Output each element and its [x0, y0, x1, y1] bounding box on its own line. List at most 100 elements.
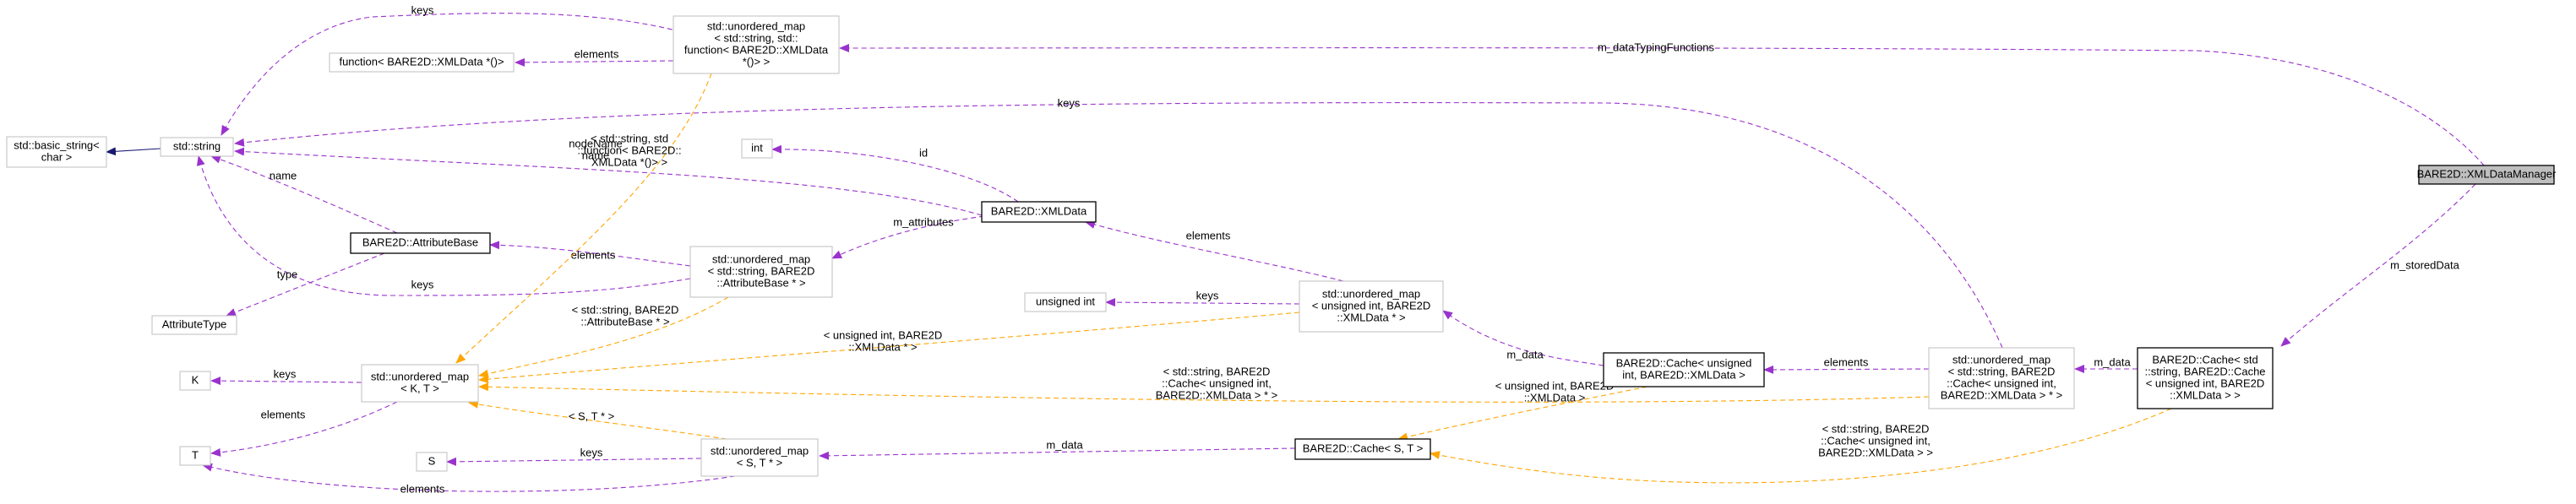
edge-e-cs-elements: elements	[1763, 355, 1930, 374]
edge-e-xml-elements: elements	[1085, 220, 1344, 282]
node-label: BARE2D::AttributeBase	[362, 236, 478, 248]
edge-label: m_data	[1046, 438, 1083, 451]
node-label: std::unordered_map	[1322, 287, 1420, 300]
node-box	[1299, 280, 1444, 333]
edge-label: keys	[411, 3, 434, 16]
node-umap-uint[interactable]: std::unordered_map< unsigned int, BARE2D…	[1299, 280, 1444, 333]
node-box	[1294, 438, 1431, 460]
edge-e-cu-mdata: m_data	[1442, 310, 1604, 366]
node-string[interactable]: std::string	[160, 137, 234, 157]
edge-e-m-attributes: m_attributes	[831, 215, 985, 259]
node-box	[2137, 347, 2274, 409]
node-umap-kt[interactable]: std::unordered_map< K, T >	[361, 364, 479, 403]
edge-line	[202, 463, 736, 492]
node-uint[interactable]: unsigned int	[1024, 292, 1107, 312]
node-S[interactable]: S	[416, 452, 448, 472]
node-box	[416, 452, 448, 472]
node-attrtype[interactable]: AttributeType	[151, 315, 237, 335]
edge-e-func-elements: elements	[515, 47, 674, 67]
node-func[interactable]: function< BARE2D::XMLData *()>	[329, 52, 515, 73]
node-box	[151, 315, 237, 335]
node-umap-func[interactable]: std::unordered_map< std::string, std::fu…	[673, 15, 840, 74]
node-label: K	[192, 373, 199, 386]
edge-label: elements	[1824, 355, 1869, 368]
edge-label: name	[582, 149, 610, 161]
edge-label: keys	[580, 446, 603, 458]
node-int[interactable]: int	[741, 138, 773, 159]
node-label: ::Cache< unsigned int,	[1947, 377, 2056, 389]
node-box	[700, 438, 819, 477]
edge-label: ::XMLData * >	[848, 340, 917, 353]
edge-e-id: id	[771, 144, 1019, 203]
edge-line	[839, 43, 2485, 166]
edges-layer: m_storedDatam_dataTypingFunctionskeysele…	[106, 3, 2485, 495]
node-box	[981, 201, 1097, 223]
edge-line	[468, 399, 727, 440]
edge-t-func: < std::string, std::function< BARE2D::XM…	[455, 73, 712, 364]
node-box	[2418, 165, 2555, 185]
edge-line	[234, 102, 2003, 349]
edge-label: m_attributes	[893, 215, 954, 228]
node-label: function< BARE2D::XMLData *()>	[339, 55, 504, 68]
node-umap-attr[interactable]: std::unordered_map< std::string, BARE2D:…	[689, 246, 833, 298]
edge-label: < std::string, std	[591, 132, 668, 144]
node-xmldata[interactable]: BARE2D::XMLData	[981, 201, 1097, 223]
node-label: std::unordered_map	[712, 252, 810, 265]
node-label: std::unordered_map	[707, 19, 805, 32]
edge-label: ::AttributeBase * >	[580, 315, 669, 328]
node-label: < unsigned int, BARE2D	[2146, 377, 2265, 389]
edge-t-cache-string: < std::string, BARE2D::Cache< unsigned i…	[1430, 408, 2172, 484]
edge-label: BARE2D::XMLData > >	[1818, 446, 1933, 458]
node-label: S	[428, 454, 436, 467]
edge-label: XMLData *()> >	[591, 155, 667, 168]
node-label: < K, T >	[400, 382, 439, 394]
node-umap-string-cache[interactable]: std::unordered_map< std::string, BARE2D:…	[1928, 347, 2075, 409]
edge-line	[226, 252, 385, 317]
node-attrbase[interactable]: BARE2D::AttributeBase	[350, 232, 491, 254]
edge-label: < std::string, BARE2D	[1163, 365, 1271, 377]
node-label: std::unordered_map	[1952, 353, 2050, 366]
edge-line	[221, 13, 689, 136]
node-label: BARE2D::XMLData	[991, 204, 1087, 217]
edge-line	[1763, 365, 1930, 374]
node-umap-st[interactable]: std::unordered_map< S, T * >	[700, 438, 819, 477]
node-box	[160, 137, 234, 157]
node-box	[179, 446, 211, 466]
edge-line	[455, 73, 712, 364]
node-K[interactable]: K	[179, 371, 211, 391]
edge-label: < std::string, BARE2D	[572, 303, 679, 316]
edge-e-attr-name: name	[210, 154, 398, 234]
node-cache-string[interactable]: BARE2D::Cache< std::string, BARE2D::Cach…	[2137, 347, 2274, 409]
edge-label: < std::string, BARE2D	[1822, 422, 1930, 435]
edge-label: type	[277, 268, 298, 280]
edge-label: elements	[1186, 229, 1231, 241]
edge-label: keys	[1058, 96, 1081, 109]
node-label: T	[192, 448, 199, 461]
node-label: ::XMLData * >	[1337, 311, 1405, 323]
edge-line	[515, 57, 674, 67]
node-label: < std::string, std::	[714, 31, 798, 44]
edge-label: m_storedData	[2390, 258, 2459, 271]
node-T[interactable]: T	[179, 446, 211, 466]
node-label: std::unordered_map	[371, 370, 469, 382]
edge-label: id	[919, 146, 928, 159]
edge-line	[106, 147, 161, 156]
edge-label: keys	[411, 278, 434, 290]
edge-line	[819, 447, 1296, 460]
node-label: int	[751, 141, 763, 154]
node-box	[350, 232, 491, 254]
edge-label: ::function< BARE2D::	[577, 144, 681, 156]
node-xmldatamanager[interactable]: BARE2D::XMLDataManager	[2417, 165, 2557, 185]
node-label: std::unordered_map	[711, 444, 809, 457]
edge-label: keys	[1196, 289, 1219, 301]
node-label: unsigned int	[1036, 295, 1095, 307]
edge-t-attr: < std::string, BARE2D::AttributeBase * >	[478, 296, 729, 378]
node-label: ::AttributeBase * >	[716, 276, 805, 289]
node-box	[179, 371, 211, 391]
node-basic-string[interactable]: std::basic_string<char >	[6, 136, 107, 168]
edge-t-string-cache: < std::string, BARE2D::Cache< unsigned i…	[478, 365, 1930, 403]
edge-line	[771, 144, 1019, 203]
node-cache-st[interactable]: BARE2D::Cache< S, T >	[1294, 438, 1431, 460]
